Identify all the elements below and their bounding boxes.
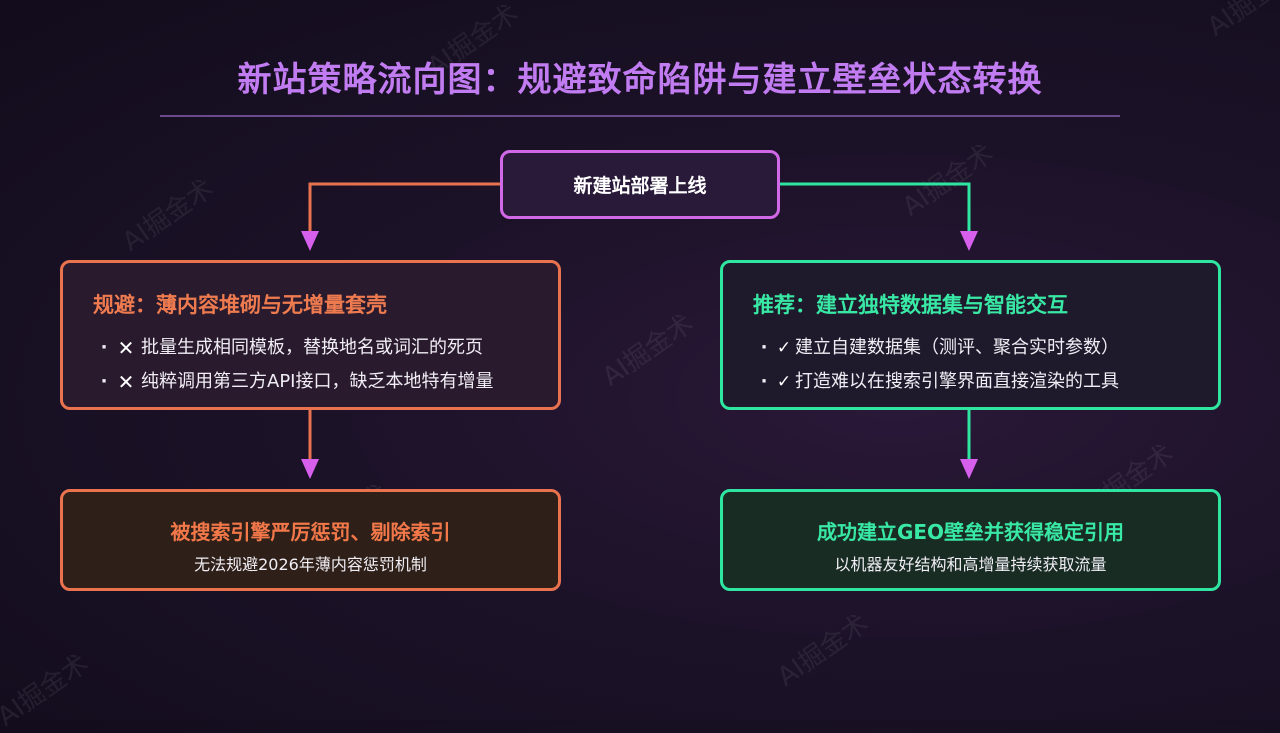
title-divider — [160, 115, 1120, 117]
start-node: 新建站部署上线 — [500, 150, 780, 219]
cross-icon: ✕ — [117, 370, 135, 394]
start-node-label: 新建站部署上线 — [573, 175, 707, 197]
list-item: · ✕ 批量生成相同模板，替换地名或词汇的死页 — [93, 331, 558, 365]
check-icon: ✓ — [776, 372, 792, 392]
penalty-subtitle: 无法规避2026年薄内容惩罚机制 — [194, 555, 427, 574]
arrowhead-down-icon — [301, 231, 319, 251]
trap-heading: 规避：薄内容堆砌与无增量套壳 — [93, 293, 387, 317]
cross-icon: ✕ — [117, 336, 135, 360]
arrowhead-down-icon — [960, 459, 978, 479]
arrowhead-down-icon — [960, 231, 978, 251]
penalty-title: 被搜索引擎严厉惩罚、剔除索引 — [170, 520, 451, 544]
check-icon: ✓ — [776, 338, 792, 358]
success-subtitle: 以机器友好结构和高增量持续获取流量 — [834, 555, 1107, 574]
recommend-bullet-text: 打造难以在搜索引擎界面直接渲染的工具 — [795, 371, 1119, 392]
recommend-branch-box: 推荐：建立独特数据集与智能交互 · ✓ 建立自建数据集（测评、聚合实时参数） ·… — [720, 260, 1221, 410]
list-item: · ✓ 打造难以在搜索引擎界面直接渲染的工具 — [753, 365, 1218, 399]
success-title: 成功建立GEO壁垒并获得稳定引用 — [816, 520, 1125, 544]
trap-bullet-text: 纯粹调用第三方API接口，缺乏本地特有增量 — [141, 371, 494, 392]
list-item: · ✓ 建立自建数据集（测评、聚合实时参数） — [753, 331, 1218, 365]
connector-start-to-recommend — [780, 182, 971, 234]
recommend-bullet-text: 建立自建数据集（测评、聚合实时参数） — [795, 337, 1119, 358]
connector-start-to-trap — [308, 182, 500, 234]
arrowhead-down-icon — [301, 459, 319, 479]
list-item: · ✕ 纯粹调用第三方API接口，缺乏本地特有增量 — [93, 365, 558, 399]
recommend-heading: 推荐：建立独特数据集与智能交互 — [753, 293, 1068, 317]
bullet-dot-icon: · — [760, 371, 768, 392]
bullet-dot-icon: · — [760, 337, 768, 358]
success-outcome-box: 成功建立GEO壁垒并获得稳定引用 以机器友好结构和高增量持续获取流量 — [720, 489, 1221, 591]
page-title: 新站策略流向图：规避致命陷阱与建立壁垒状态转换 — [237, 60, 1043, 100]
bullet-dot-icon: · — [100, 371, 108, 392]
bullet-dot-icon: · — [100, 337, 108, 358]
trap-bullet-text: 批量生成相同模板，替换地名或词汇的死页 — [141, 337, 483, 358]
trap-branch-box: 规避：薄内容堆砌与无增量套壳 · ✕ 批量生成相同模板，替换地名或词汇的死页 ·… — [60, 260, 561, 410]
penalty-outcome-box: 被搜索引擎严厉惩罚、剔除索引 无法规避2026年薄内容惩罚机制 — [60, 489, 561, 591]
